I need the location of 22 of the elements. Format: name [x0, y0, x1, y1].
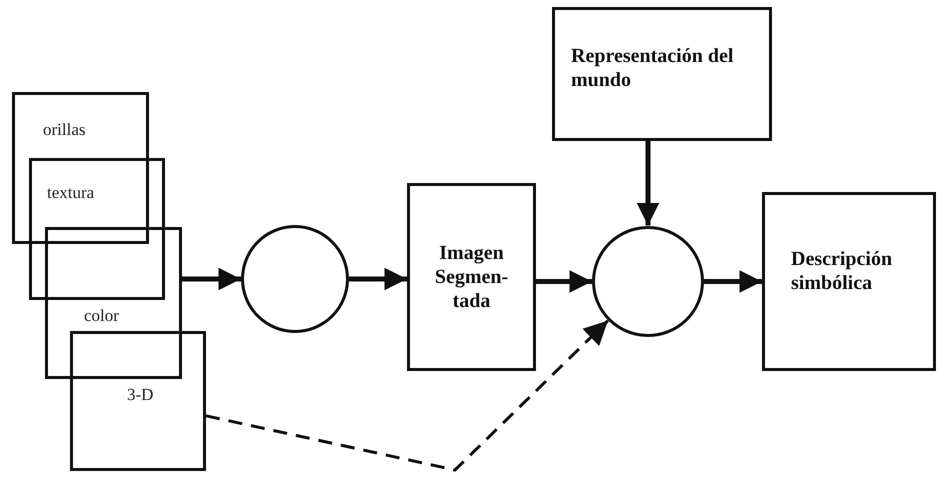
- process-box: [762, 192, 936, 371]
- box-label: orillas: [43, 120, 86, 140]
- dashed-arrow: [206, 320, 609, 472]
- box-label: textura: [47, 183, 94, 203]
- process-circle: [241, 225, 349, 333]
- layer-box: [29, 158, 165, 300]
- box-label: Representación del mundo: [571, 44, 734, 92]
- process-box: [552, 7, 772, 141]
- box-label: Descripción simbólica: [791, 247, 894, 295]
- arrow: [349, 268, 407, 290]
- arrow: [536, 270, 592, 293]
- box-label: Imagen Segmen- tada: [434, 241, 510, 313]
- layer-box: [70, 331, 206, 471]
- box-label: 3-D: [127, 385, 154, 405]
- box-label: color: [84, 306, 119, 326]
- arrow: [182, 268, 241, 290]
- arrow: [636, 141, 660, 226]
- layer-box: [45, 227, 182, 379]
- process-box: [407, 183, 536, 371]
- process-circle: [592, 226, 704, 337]
- layer-box: [12, 92, 149, 244]
- arrow: [704, 270, 762, 293]
